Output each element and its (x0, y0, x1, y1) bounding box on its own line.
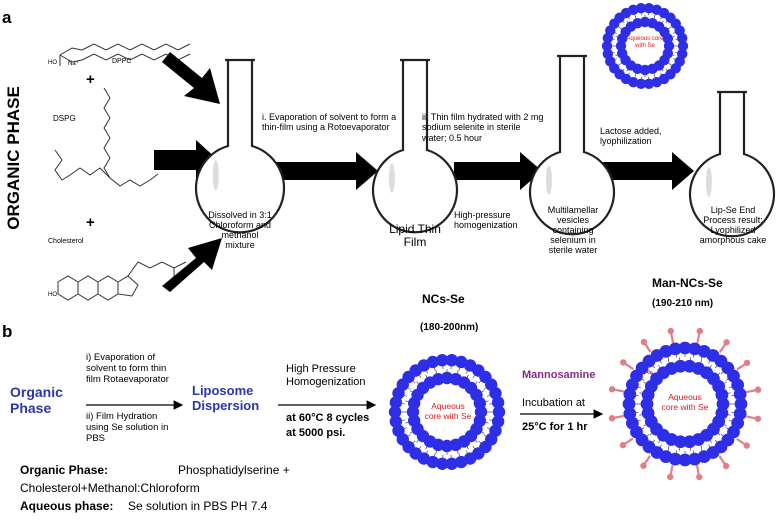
ncs-title: NCs-Se (422, 293, 465, 307)
man-core-text: Aqueous core with Se (659, 393, 711, 412)
hph-condition-1: at 60°C 8 cycles (286, 412, 369, 425)
man-size: (190-210 nm) (652, 298, 713, 310)
flask-1-text: Dissolved in 3:1 Chloroform and methanol… (206, 210, 274, 250)
organic-phase-composition-value-2: Cholesterol+Methanol:Chloroform (20, 482, 200, 496)
arrow-step-2 (454, 152, 542, 190)
dppc-label: DPPC (112, 58, 131, 66)
liposome-a-core-text: Aqueous core with Se (626, 36, 664, 49)
cholesterol-label: Cholesterol (48, 238, 83, 246)
flask-2-text: Lipid Thin Film (379, 223, 451, 250)
step-2-text: ii. Thin film hydrated with 2 mg sodium … (422, 112, 544, 143)
dppc-ho: HO (48, 60, 57, 67)
dspg-label: DSPG (53, 114, 76, 123)
dppc-na: Na⁺ (68, 61, 79, 68)
ncs-core-text: Aqueous core with Se (422, 402, 474, 421)
aqueous-phase-label: Aqueous phase: (20, 500, 113, 514)
panel-b-label: b (2, 322, 12, 342)
incubation-line-1: Incubation at (522, 397, 585, 410)
flask-4-text: Lip-Se End Process result: Lyophilized a… (698, 205, 768, 245)
organic-phase-composition-value: Phosphatidylserine + (178, 464, 290, 478)
organic-phase-side-title: ORGANIC PHASE (4, 106, 24, 230)
incubation-line-2: 25°C for 1 hr (522, 421, 588, 434)
mannosamine-label: Mannosamine (522, 369, 595, 382)
cholesterol-ho: HO (48, 292, 57, 299)
panel-a-label: a (2, 8, 11, 28)
step-2b-text: High-pressure homogenization (454, 210, 530, 231)
b-step-2: ii) Film Hydration using Se solution in … (86, 412, 182, 445)
b-step-1: i) Evaporation of solvent to form thin f… (86, 353, 182, 386)
step-1-text: i. Evaporation of solvent to form a thin… (262, 112, 398, 133)
man-title: Man-NCs-Se (652, 277, 723, 291)
dspg-structure (55, 88, 158, 186)
hph-condition-2: at 5000 psi. (286, 427, 345, 440)
flask-3-text: Multilamellar vesicles containing seleni… (537, 205, 609, 255)
organic-phase-composition-label: Organic Phase: (20, 464, 108, 478)
arrow-step-3 (602, 152, 694, 190)
plus-sign-1: + (86, 71, 95, 88)
ncs-size: (180-200nm) (420, 322, 478, 334)
flask-2 (373, 60, 457, 232)
organic-phase-label: Organic Phase (10, 384, 80, 416)
arrow-dppc (162, 52, 220, 104)
hph-title: High Pressure Homogenization (286, 363, 382, 388)
arrow-step-1 (272, 152, 378, 190)
cholesterol-structure (58, 262, 186, 300)
step-3-text: Lactose added, lyophilization (600, 126, 696, 147)
plus-sign-2: + (86, 214, 95, 231)
aqueous-phase-value: Se solution in PBS PH 7.4 (128, 500, 267, 514)
liposome-dispersion-label: Liposome Dispersion (192, 384, 274, 414)
